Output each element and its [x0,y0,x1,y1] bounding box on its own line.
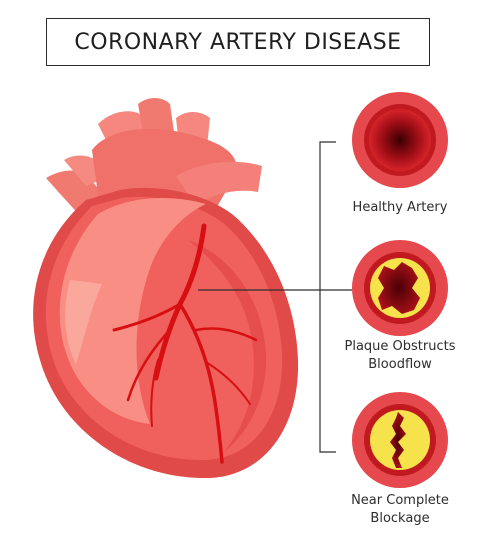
stage-label-line: Healthy Artery [352,200,448,215]
coronary-arteries [112,223,258,464]
stage-label-healthy: Healthy Artery [330,199,470,217]
connector-lines [198,141,352,453]
blockage-artery-cross-section [352,392,448,488]
stage-label-line: Bloodflow [368,357,432,372]
diagram-title: CORONARY ARTERY DISEASE [74,29,402,55]
plaque-artery-cross-section [352,240,448,336]
stage-label-blockage: Near Complete Blockage [330,492,470,528]
title-box: CORONARY ARTERY DISEASE [46,18,430,66]
healthy-artery-cross-section [352,92,448,188]
stage-label-line: Near Complete [351,493,449,508]
stage-label-plaque: Plaque Obstructs Bloodflow [330,338,470,374]
stage-label-line: Blockage [370,511,430,526]
stage-label-line: Plaque Obstructs [344,339,456,354]
